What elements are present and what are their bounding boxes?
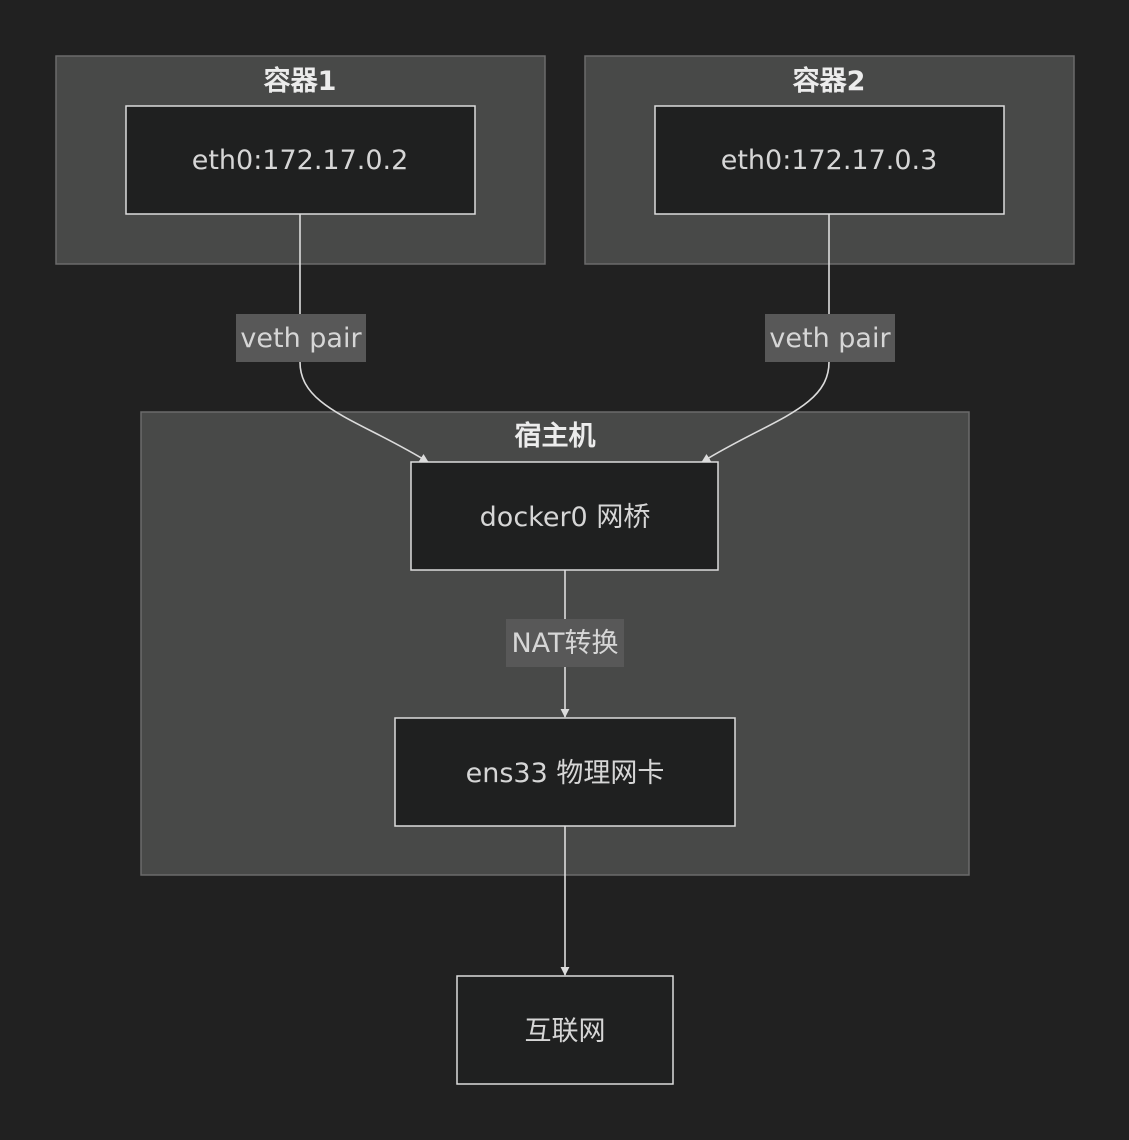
cluster-container2-title: 容器2 — [793, 65, 866, 97]
edge-label-c2-bg — [765, 314, 895, 362]
edge-label-nat: NAT转换 — [506, 619, 624, 667]
edge-c1-to-docker0-line — [299, 214, 429, 463]
node-ens33-nic-label: ens33 物理网卡 — [466, 758, 665, 789]
node-internet-label: 互联网 — [525, 1016, 606, 1047]
node-eth0-c1-label: eth0:172.17.0.2 — [192, 145, 409, 176]
edge-label-c1-bg — [236, 314, 366, 362]
node-internet: 互联网 — [456, 975, 674, 1085]
node-docker0-bridge-box — [410, 461, 719, 571]
node-eth0-c1-box — [125, 105, 476, 215]
node-ens33-nic: ens33 物理网卡 — [394, 717, 736, 827]
cluster-host-title: 宿主机 — [515, 420, 596, 452]
node-ens33-nic-box — [394, 717, 736, 827]
node-eth0-c2-label: eth0:172.17.0.3 — [721, 145, 938, 176]
edge-label-c2: veth pair — [765, 314, 895, 362]
node-internet-box — [456, 975, 674, 1085]
node-docker0-bridge: docker0 网桥 — [410, 461, 719, 571]
edge-label-c2-text: veth pair — [769, 323, 891, 354]
cluster-container1-title: 容器1 — [264, 65, 337, 97]
edge-c2-to-docker0-line — [701, 214, 830, 463]
node-eth0-c2: eth0:172.17.0.3 — [654, 105, 1005, 215]
edge-c1-to-docker0 — [299, 214, 429, 463]
edge-label-nat-bg — [506, 619, 624, 667]
edge-c2-to-docker0 — [701, 214, 830, 463]
node-eth0-c2-box — [654, 105, 1005, 215]
edge-label-c1: veth pair — [236, 314, 366, 362]
node-eth0-c1: eth0:172.17.0.2 — [125, 105, 476, 215]
node-docker0-bridge-label: docker0 网桥 — [480, 502, 651, 533]
edge-label-c1-text: veth pair — [240, 323, 362, 354]
edge-label-nat-text: NAT转换 — [511, 628, 618, 659]
